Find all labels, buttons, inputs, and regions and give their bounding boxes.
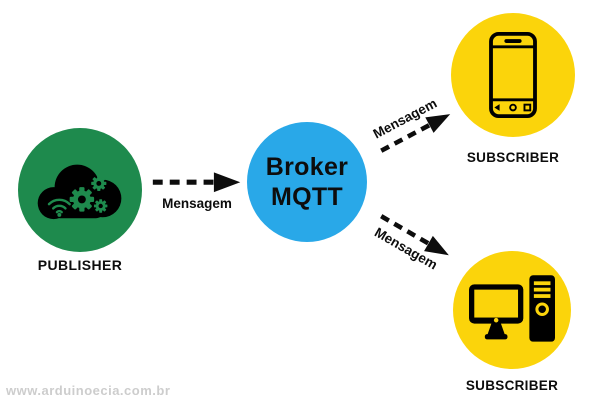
broker-title-line2: MQTT — [270, 183, 343, 211]
arrow-broker-to-subscriber-top — [374, 103, 458, 162]
subscriber-bottom-circle — [453, 251, 571, 369]
broker-title-line1: Broker — [265, 152, 349, 181]
dashed-arrow-icon — [380, 114, 451, 153]
publisher-circle — [18, 128, 142, 252]
dashed-arrow-icon — [380, 214, 449, 256]
wifi-icon — [47, 198, 71, 214]
arrow-publisher-to-broker — [150, 170, 244, 194]
dashed-arrow-icon — [152, 172, 241, 193]
message-label-mid: Mensagem — [162, 196, 232, 211]
subscriber-bottom-label: SUBSCRIBER — [465, 378, 559, 393]
arrow-broker-to-subscriber-bottom — [374, 205, 458, 266]
broker-circle: Broker MQTT — [247, 122, 367, 242]
subscriber-top-label: SUBSCRIBER — [466, 150, 560, 165]
subscriber-top-circle — [451, 13, 575, 137]
desktop-computer-icon — [469, 275, 555, 342]
cloud-gears-icon — [37, 164, 122, 220]
publisher-label: PUBLISHER — [37, 257, 123, 273]
watermark: www.arduinoecia.com.br — [6, 383, 171, 398]
smartphone-icon — [489, 31, 537, 119]
